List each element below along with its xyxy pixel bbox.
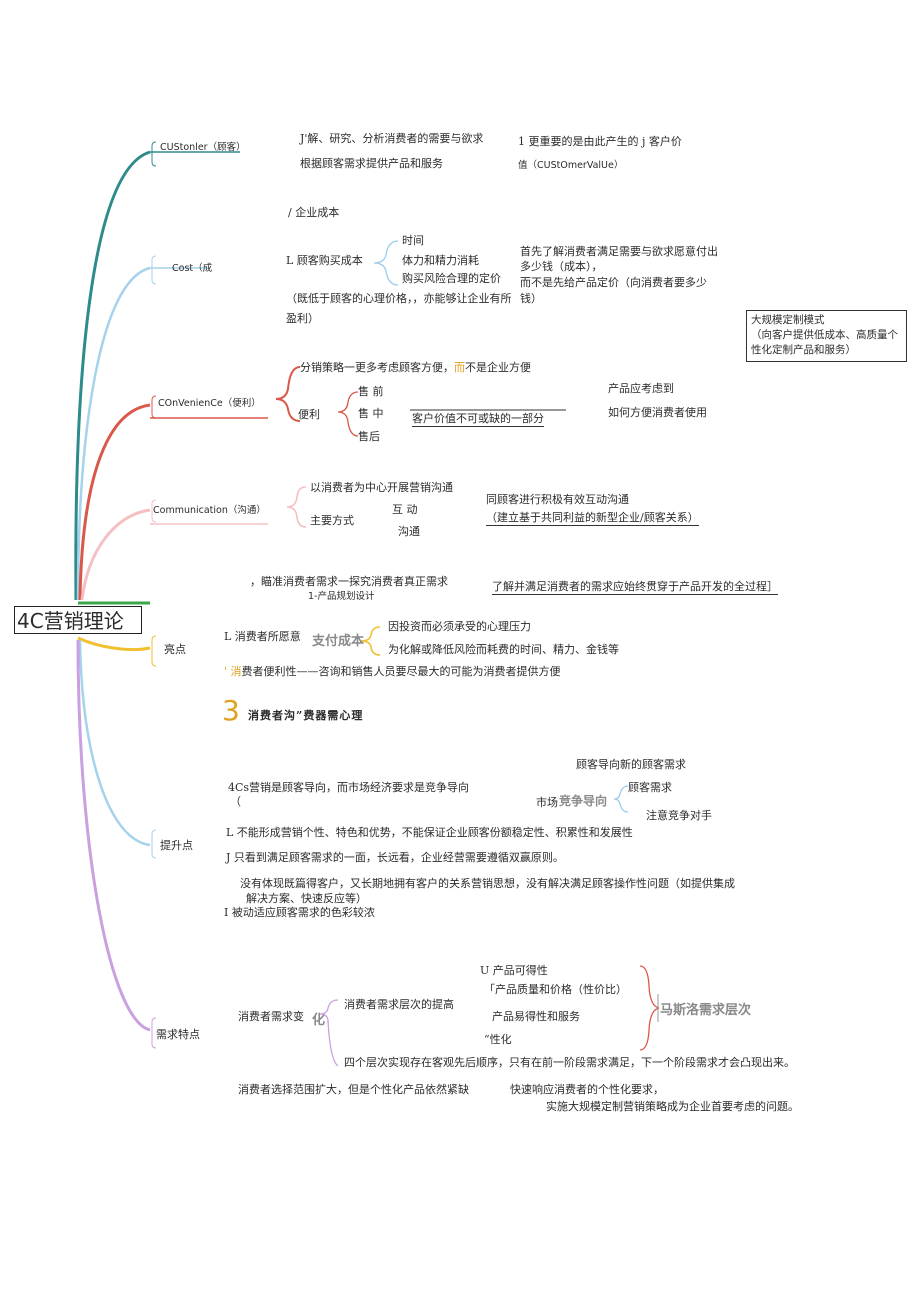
demand-level-2: 「产品质量和价格（性价比） bbox=[484, 983, 627, 996]
communication-right-2: （建立基于共同利益的新型企业/顾客关系） bbox=[486, 511, 699, 526]
communication-main: 主要方式 bbox=[310, 514, 354, 527]
branch-communication-label: Communication（沟通） bbox=[153, 505, 266, 516]
branch-cost-line bbox=[76, 266, 151, 601]
aim-line-1: ，瞄准消费者需求一探究消费者真正需求 bbox=[250, 575, 448, 588]
demand-change: 消费者需求变 bbox=[238, 1010, 304, 1023]
improve-point-3b: 解决方案、快速反应等） bbox=[246, 892, 367, 905]
branch-demand-label: 需求特点 bbox=[156, 1028, 200, 1041]
demand-fast-2: 实施大规模定制营销策略成为企业首要考虑的问题。 bbox=[546, 1100, 799, 1113]
branch-demand-line bbox=[76, 639, 151, 1032]
improve-line-1: 4Cs营销是顾客导向，而市场经济要求是竞争导向 bbox=[228, 781, 470, 794]
demand-level-1: U 产品可得性 bbox=[480, 964, 548, 977]
branch-improve-line bbox=[78, 639, 151, 847]
highlight-number-3: 3 bbox=[222, 694, 240, 727]
cost-right-2: 多少钱（成本）， bbox=[520, 260, 603, 273]
demand-choice: 消费者选择范围扩大，但是个性化产品依然紧缺 bbox=[238, 1083, 469, 1096]
cost-right-3: 而不是先给产品定价（向消费者要多少 bbox=[520, 276, 707, 289]
improve-r2: 注意竞争对手 bbox=[646, 809, 712, 822]
customer-note-2: 值（CUStOmerValUe） bbox=[518, 160, 624, 171]
communication-right-1: 同顾客进行积极有效互动沟通 bbox=[486, 493, 629, 506]
convenience-right-2: 如何方便消费者使用 bbox=[608, 406, 707, 419]
highlight-convenience: ' 消费者便利性——咨询和销售人员要尽最大的可能为消费者提供方便 bbox=[224, 665, 561, 678]
highlight-willing: L 消费者所愿意 bbox=[224, 630, 301, 643]
convenience-benefit: 便利 bbox=[298, 408, 320, 421]
branch-communication-line bbox=[80, 508, 151, 601]
aim-line-2: 1-产品规划设计 bbox=[308, 591, 375, 602]
cost-right-4: 钱） bbox=[520, 292, 542, 305]
customer-line-1: J'解、研究、分析消费者的需要与欲求 bbox=[300, 132, 484, 145]
cost-paren-2: 盈利） bbox=[286, 312, 319, 325]
cost-paren-1: （既低于顾客的心理价格，，亦能够让企业有所 bbox=[286, 292, 512, 305]
demand-hua: 化 bbox=[312, 1013, 326, 1028]
maslow-label: 马斯洛需求层次 bbox=[660, 1003, 752, 1018]
improve-point-4: I 被动适应顾客需求的色彩较浓 bbox=[224, 906, 375, 919]
improve-top: 顾客导向新的顾客需求 bbox=[576, 758, 686, 771]
highlight-communication: 消费者沟”费器需心理 bbox=[248, 709, 364, 722]
improve-stamp: 竞争导向 bbox=[559, 794, 608, 808]
box-line-2: （向客户提供低成本、高质量个 bbox=[751, 329, 898, 341]
improve-point-1: L 不能形成营销个性、特色和优势，不能保证企业顾客份额稳定性、积累性和发展性 bbox=[226, 826, 633, 839]
demand-four-levels: 四个层次实现存在客观先后顺序，只有在前一阶段需求满足，下一个阶段需求才会凸现出来… bbox=[344, 1056, 795, 1069]
highlight-stamp: 支付成本 bbox=[312, 634, 365, 649]
box-line-3: 性化定制产品和服务） bbox=[751, 344, 856, 356]
cost-item-energy: 体力和精力消耗 bbox=[402, 254, 479, 267]
improve-r1: 顾客需求 bbox=[628, 781, 672, 794]
communication-line-1: 以消费者为中心开展营销沟通 bbox=[310, 481, 453, 494]
cost-item-time: 时间 bbox=[402, 234, 424, 247]
box-line-1: 大规模定制模式 bbox=[751, 314, 825, 326]
branch-convenience-label: COnVenienCe（便利） bbox=[158, 398, 261, 409]
branch-customer-line bbox=[74, 150, 151, 601]
convenience-mid: 客户价值不可或缺的一部分 bbox=[412, 412, 544, 427]
convenience-strategy: 分销策略一更多考虑顾客方便，而不是企业方便 bbox=[300, 361, 531, 374]
highlight-r2: 为化解或降低风险而耗费的时间、精力、金钱等 bbox=[388, 643, 619, 656]
cost-right-1: 首先了解消费者满足需要与欲求愿意付出 bbox=[520, 245, 718, 258]
cost-item-risk: 购买风险合理的定价 bbox=[402, 272, 501, 285]
aim-right: 了解并满足消费者的需求应始终贯穿于产品开发的全过程］ bbox=[492, 580, 778, 595]
demand-raise: 消费者需求层次的提高 bbox=[344, 998, 454, 1011]
improve-market: 市场 bbox=[536, 796, 558, 809]
improve-point-2: J 只看到满足顾客需求的一面，长远看，企业经营需要遵循双赢原则。 bbox=[226, 851, 564, 864]
branch-highlight-line bbox=[77, 636, 151, 652]
convenience-right-1: 产品应考虑到 bbox=[608, 382, 674, 395]
demand-level-4: “性化 bbox=[484, 1033, 512, 1046]
branch-cost-label: Cost（成 bbox=[172, 263, 213, 274]
cost-enterprise: / 企业成本 bbox=[288, 206, 340, 219]
highlight-r1: 因投资而必须承受的心理压力 bbox=[388, 620, 531, 633]
convenience-phase-pre: 售 前 bbox=[358, 385, 384, 398]
branch-improve-label: 提升点 bbox=[160, 839, 193, 852]
communication-m2: 沟通 bbox=[398, 525, 420, 538]
convenience-phase-mid: 售 中 bbox=[358, 407, 384, 420]
branch-highlight-label: 亮点 bbox=[164, 643, 186, 656]
customer-line-2: 根据顾客需求提供产品和服务 bbox=[300, 157, 443, 170]
demand-level-3: 产品易得性和服务 bbox=[492, 1010, 580, 1023]
cost-buy: L 顾客购买成本 bbox=[286, 254, 363, 267]
root-node: 4C营销理论 bbox=[14, 606, 142, 634]
branch-customer-label: CUStonler（顾客） bbox=[160, 142, 246, 153]
communication-m1: 互 动 bbox=[392, 503, 418, 516]
demand-fast-1: 快速响应消费者的个性化要求， bbox=[510, 1083, 664, 1096]
mass-customization-box: 大规模定制模式 （向客户提供低成本、高质量个 性化定制产品和服务） bbox=[746, 310, 907, 362]
convenience-phase-post: 售后 bbox=[358, 430, 380, 443]
branch-convenience-line bbox=[78, 403, 151, 601]
improve-paren: （ bbox=[230, 795, 241, 808]
improve-point-3a: 没有体现既篇得客户，又长期地拥有客户的关系营销思想，没有解决满足顾客操作性问题（… bbox=[240, 877, 735, 890]
customer-note-1: 1 更重要的是由此产生的 j 客户价 bbox=[518, 135, 682, 148]
